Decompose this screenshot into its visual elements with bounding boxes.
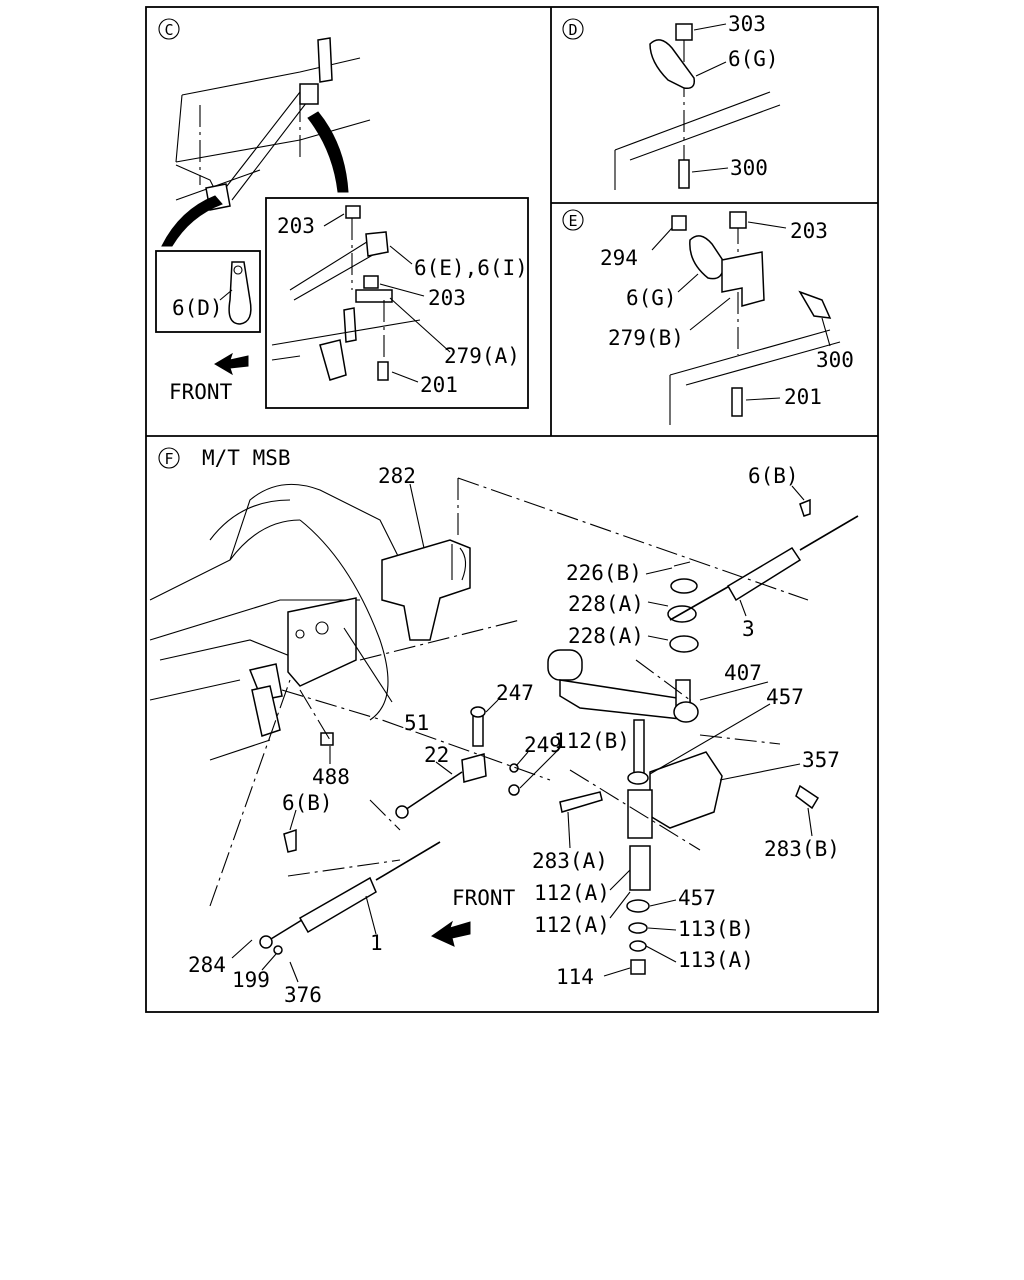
- callout-p112a-2: 112(A): [534, 913, 610, 937]
- diagram-frames: [145, 6, 879, 1013]
- shift-lever-407: [547, 649, 699, 781]
- callout-p357: 357: [802, 748, 840, 772]
- callout-badge: F: [164, 450, 173, 468]
- callout-p201: 201: [784, 385, 822, 409]
- callout-p6ei: 6(E),6(I): [414, 256, 528, 280]
- section-c: C 6(D) FRONT: [155, 18, 529, 409]
- callout-p226b: 226(B): [566, 561, 642, 585]
- frame-rail-drawing: [175, 37, 371, 211]
- callout-front: FRONT: [452, 886, 516, 910]
- section-c-badge: C: [158, 18, 180, 40]
- cable-3: [669, 498, 859, 621]
- section-e: E 203 294 6(G) 279(B) 300 201: [562, 209, 854, 425]
- callout-front: FRONT: [169, 380, 233, 404]
- detail-inset-box: 203 6(E),6(I) 203 279(A) 201: [265, 197, 529, 409]
- leader-lines-f: [231, 483, 813, 983]
- callout-p247: 247: [496, 681, 534, 705]
- callout-p300: 300: [816, 348, 854, 372]
- callout-p6b-top: 6(B): [748, 464, 799, 488]
- callout-badge: E: [568, 212, 577, 230]
- section-d-badge: D: [562, 18, 584, 40]
- callout-p279a: 279(A): [444, 344, 520, 368]
- callout-p6d: 6(D): [172, 296, 223, 320]
- callout-p112b: 112(B): [554, 729, 630, 753]
- callout-p114: 114: [556, 965, 594, 989]
- callout-p283a: 283(A): [532, 849, 608, 873]
- front-indicator-f: FRONT: [430, 886, 516, 947]
- callout-p284: 284: [188, 953, 226, 977]
- callout-p113b: 113(B): [678, 917, 754, 941]
- callout-p294: 294: [600, 246, 638, 270]
- callout-p3: 3: [742, 617, 755, 641]
- section-f-badge: F: [158, 447, 180, 469]
- callout-p303: 303: [728, 12, 766, 36]
- callout-p376: 376: [284, 983, 322, 1007]
- callout-p201: 201: [420, 373, 458, 397]
- clevis-22: [395, 706, 520, 819]
- callout-p113a: 113(A): [678, 948, 754, 972]
- section-f-title: M/T MSB: [202, 446, 291, 470]
- section-e-badge: E: [562, 209, 584, 231]
- callout-p1: 1: [370, 931, 383, 955]
- callout-p112a-1: 112(A): [534, 881, 610, 905]
- cable-1: [259, 828, 441, 955]
- callout-p457-1: 457: [766, 685, 804, 709]
- bracket-51: [248, 597, 357, 701]
- callout-p228a-2: 228(A): [568, 624, 644, 648]
- callout-p279b: 279(B): [608, 326, 684, 350]
- callout-p300: 300: [730, 156, 768, 180]
- callout-p283b: 283(B): [764, 837, 840, 861]
- callout-p6b-left: 6(B): [282, 791, 333, 815]
- callout-p228a-1: 228(A): [568, 592, 644, 616]
- front-indicator-c: FRONT: [169, 352, 249, 404]
- section-d: D 303 6(G) 300: [562, 12, 781, 190]
- callout-p6g: 6(G): [728, 47, 779, 71]
- callout-p199: 199: [232, 968, 270, 992]
- callout-p488: 488: [312, 765, 350, 789]
- callout-badge: D: [568, 21, 577, 39]
- bracket-488-mount: [251, 685, 334, 746]
- callout-p203b: 203: [428, 286, 466, 310]
- callout-p249: 249: [524, 733, 562, 757]
- detail-6d-box: 6(D): [155, 250, 261, 333]
- callout-p51: 51: [404, 711, 429, 735]
- callout-p203: 203: [790, 219, 828, 243]
- callout-p282: 282: [378, 464, 416, 488]
- transmission-housing-drawing: [149, 483, 401, 761]
- bracket-357: [627, 751, 723, 839]
- stack-parts: [626, 771, 651, 975]
- bracket-282: [381, 539, 471, 641]
- callout-labels-f: 282 6(B) 226(B) 228(A) 3 228(A) 407 457 …: [188, 464, 840, 1007]
- callout-p6g: 6(G): [626, 286, 677, 310]
- callout-p203a: 203: [277, 214, 315, 238]
- callout-p22: 22: [424, 743, 449, 767]
- section-f: F M/T MSB: [149, 446, 859, 1007]
- callout-badge: C: [164, 21, 173, 39]
- callout-p457-2: 457: [678, 886, 716, 910]
- bolts-283: [559, 784, 820, 813]
- callout-p407: 407: [724, 661, 762, 685]
- section-c-arrows: [161, 111, 349, 247]
